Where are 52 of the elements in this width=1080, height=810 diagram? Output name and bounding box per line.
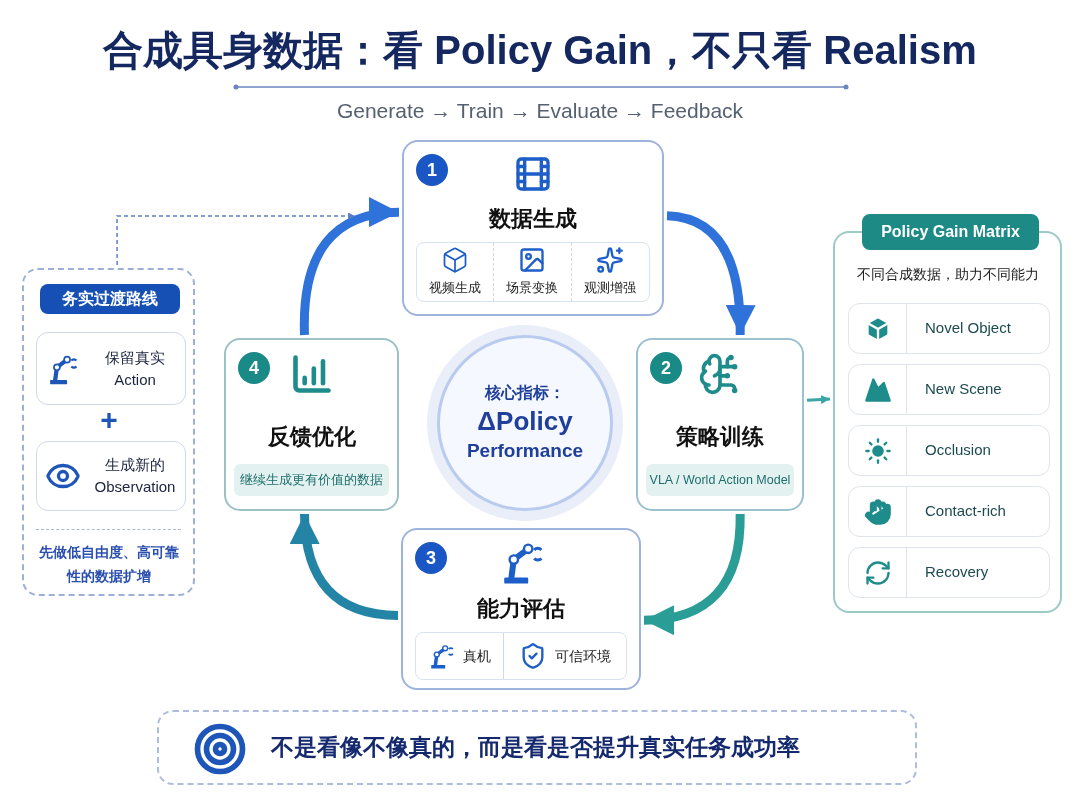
arrow [666, 211, 755, 336]
matrix-row [848, 425, 1050, 476]
row-label: Recovery [925, 562, 990, 583]
step-title: 数据生成 [487, 205, 578, 233]
step-card [401, 528, 641, 690]
item-label: 场景变换 [506, 279, 559, 298]
step-title: 反馈优化 [266, 423, 357, 451]
metric-name: ΔPolicy [477, 404, 573, 437]
metric-name: Performance [466, 438, 584, 463]
item-label: 真机 [463, 646, 492, 666]
card-text: 保留真实 Action [104, 347, 166, 390]
arrow [806, 395, 831, 405]
tag-pill: 继续生成更有价值的数据 [234, 464, 389, 496]
title: 合成具身数据：看 Policy Gain，不只看 Realism [101, 27, 978, 74]
arrow [299, 198, 400, 335]
section-heading: 务实过渡路线 [40, 284, 180, 314]
plus-sign: + [99, 403, 119, 437]
arrow [116, 212, 356, 266]
matrix-row [848, 486, 1050, 537]
step-number: 3 [415, 542, 447, 574]
matrix-row [848, 364, 1050, 415]
arrow [290, 513, 399, 620]
metric-label: 核心指标： [485, 382, 565, 403]
note-text: 先做低自由度、高可靠性的数据扩增 [37, 543, 180, 586]
note-text: 不是看像不像真的，而是看是否提升真实任务成功率 [271, 733, 801, 763]
row-label: Novel Object [925, 318, 1012, 339]
step-card [402, 140, 664, 316]
matrix-row [848, 547, 1050, 598]
dashed-panel [22, 268, 195, 596]
subtitle-text: 不同合成数据，助力不同能力 [855, 266, 1040, 284]
row-label: Occlusion [925, 440, 992, 461]
matrix-row [848, 303, 1050, 354]
row-label: Contact-rich [925, 501, 1007, 522]
tag-pill: VLA / World Action Model [646, 464, 794, 496]
step-number: 1 [416, 154, 448, 186]
row-label: New Scene [925, 379, 1003, 400]
step-card [224, 338, 399, 511]
arrow [643, 513, 745, 634]
info-card [36, 332, 186, 405]
item-label: 可信环境 [554, 646, 611, 666]
section-heading: Policy Gain Matrix [862, 214, 1039, 250]
step-title: 策略训练 [675, 423, 765, 451]
item-label: 视频生成 [429, 279, 482, 298]
card-text: 生成新的 Observation [93, 455, 177, 497]
step-number: 4 [238, 352, 270, 384]
step-card [636, 338, 804, 511]
info-card [36, 441, 186, 511]
note-box [157, 710, 917, 785]
step-title: 能力评估 [476, 595, 566, 623]
step-number: 2 [650, 352, 682, 384]
item-label: 观测增强 [584, 279, 637, 298]
subtitle: Generate → Train → Evaluate → Feedback [335, 98, 745, 124]
